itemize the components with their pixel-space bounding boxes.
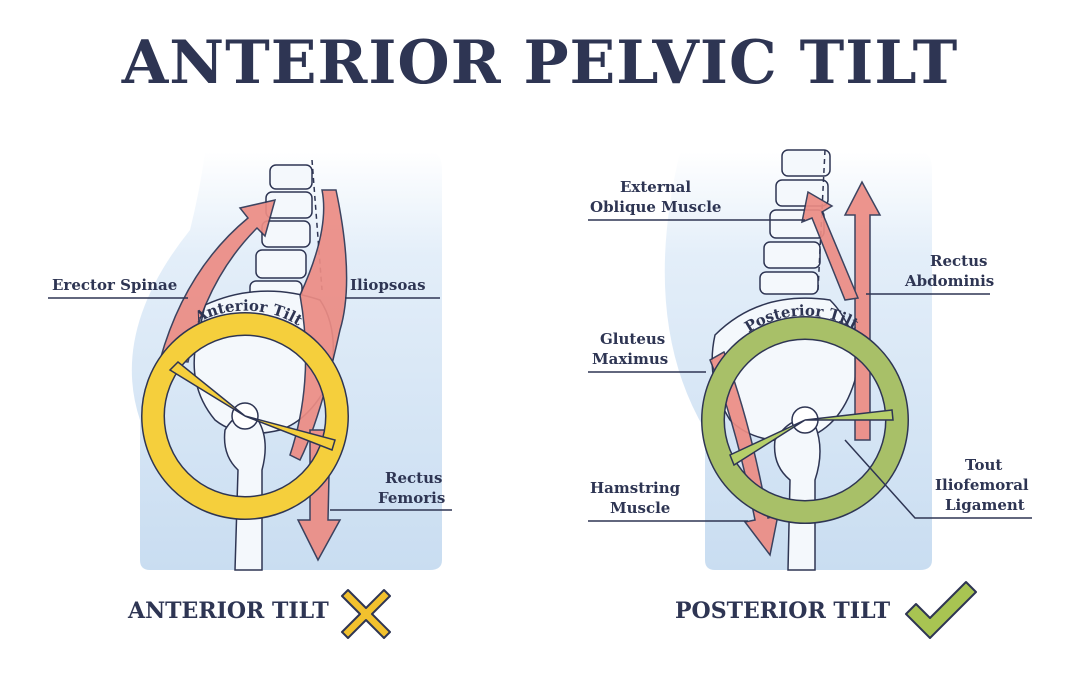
label-rectus-abdominis-line2: Abdominis xyxy=(904,272,994,290)
right-labels: External Oblique Muscle Rectus Abdominis… xyxy=(588,178,1032,522)
label-rectus-abdominis-line1: Rectus xyxy=(930,252,987,270)
left-labels: Erector Spinae Iliopsoas Rectus Femoris xyxy=(48,276,452,511)
label-ligament-line1: Tout xyxy=(965,456,1002,474)
left-caption: ANTERIOR TILT xyxy=(128,598,329,624)
label-external-oblique-line1: External xyxy=(620,178,691,196)
label-gluteus-line1: Gluteus xyxy=(600,330,665,348)
label-hamstring-line1: Hamstring xyxy=(590,479,681,497)
label-erector-spinae: Erector Spinae xyxy=(52,276,177,294)
cross-icon xyxy=(341,589,391,639)
left-muscles xyxy=(159,189,348,562)
left-panel: Anterior Tilt Erector Spinae Iliopsoas R… xyxy=(48,152,452,571)
right-panel: Posterior Tilt External Oblique Muscle R… xyxy=(588,149,1032,571)
external-oblique-arrow xyxy=(800,190,860,301)
left-tilt-pointer xyxy=(168,360,336,451)
label-hamstring-line2: Muscle xyxy=(610,499,670,517)
label-ligament-line3: Ligament xyxy=(945,496,1025,514)
label-gluteus-line2: Maximus xyxy=(592,350,668,368)
right-tilt-pointer xyxy=(729,409,894,467)
label-iliopsoas: Iliopsoas xyxy=(350,276,426,294)
rectus-abdominis-arrow xyxy=(843,180,882,441)
page-title: ANTERIOR PELVIC TILT xyxy=(121,28,959,98)
iliopsoas-muscle xyxy=(289,189,348,462)
erector-spinae-arrow xyxy=(159,198,277,363)
label-external-oblique-line2: Oblique Muscle xyxy=(590,198,721,216)
label-rectus-femoris-line1: Rectus xyxy=(385,469,442,487)
label-ligament-line2: Iliofemoral xyxy=(935,476,1029,494)
checkmark-icon xyxy=(905,581,977,639)
label-rectus-femoris-line2: Femoris xyxy=(378,489,445,507)
right-caption: POSTERIOR TILT xyxy=(675,598,891,624)
